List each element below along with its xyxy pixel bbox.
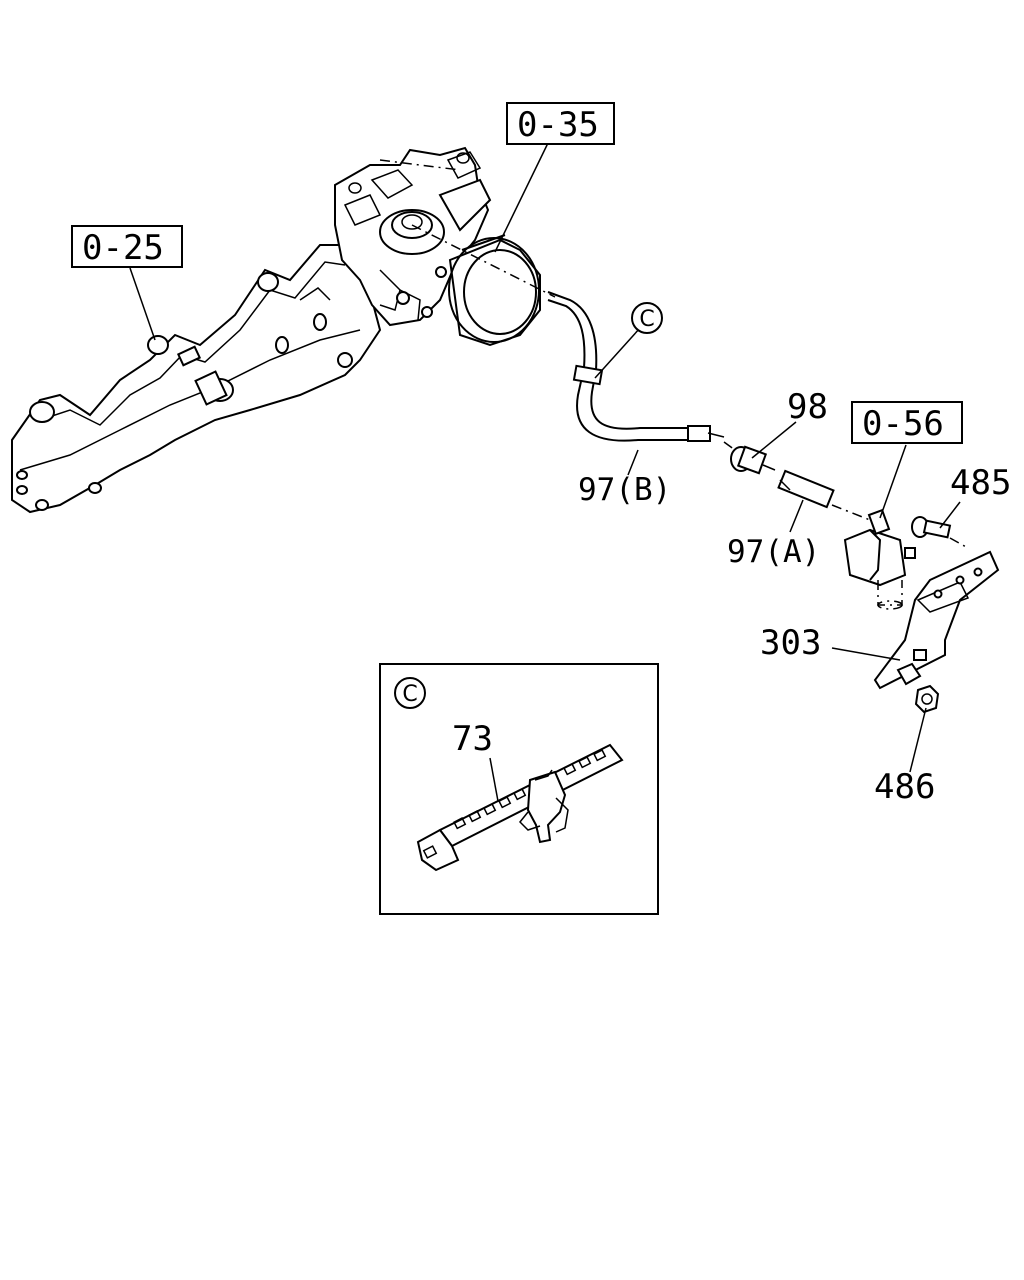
detail-box-marker: C bbox=[394, 677, 426, 709]
label-97a: 97(A) bbox=[727, 534, 820, 570]
svg-text:0-25: 0-25 bbox=[82, 228, 164, 268]
callout-0-35: 0-35 bbox=[506, 102, 615, 145]
label-485: 485 bbox=[950, 463, 1011, 503]
hose-97b bbox=[411, 224, 725, 442]
bolt-485 bbox=[911, 516, 969, 549]
leader-lines bbox=[129, 142, 961, 773]
callout-0-25: 0-25 bbox=[71, 225, 183, 268]
label-303: 303 bbox=[760, 623, 821, 663]
detail-marker-c: C bbox=[631, 302, 663, 334]
clip-73 bbox=[416, 743, 624, 872]
detail-box-c: C 73 bbox=[379, 663, 659, 915]
throttle-body bbox=[334, 146, 541, 347]
label-73: 73 bbox=[452, 719, 493, 759]
svg-text:C: C bbox=[639, 307, 654, 332]
svg-text:0-56: 0-56 bbox=[862, 404, 944, 444]
bracket-303 bbox=[873, 550, 1000, 690]
svg-text:C: C bbox=[402, 682, 417, 707]
hose-97a bbox=[777, 469, 871, 521]
solenoid-valve bbox=[843, 508, 916, 610]
nut-486 bbox=[914, 684, 940, 714]
label-486: 486 bbox=[874, 767, 935, 807]
svg-text:0-35: 0-35 bbox=[517, 105, 599, 145]
intake-manifold bbox=[11, 244, 382, 514]
label-97b: 97(B) bbox=[578, 472, 671, 508]
callout-0-56: 0-56 bbox=[851, 401, 963, 444]
fitting-98 bbox=[723, 441, 776, 475]
label-98: 98 bbox=[787, 387, 828, 427]
